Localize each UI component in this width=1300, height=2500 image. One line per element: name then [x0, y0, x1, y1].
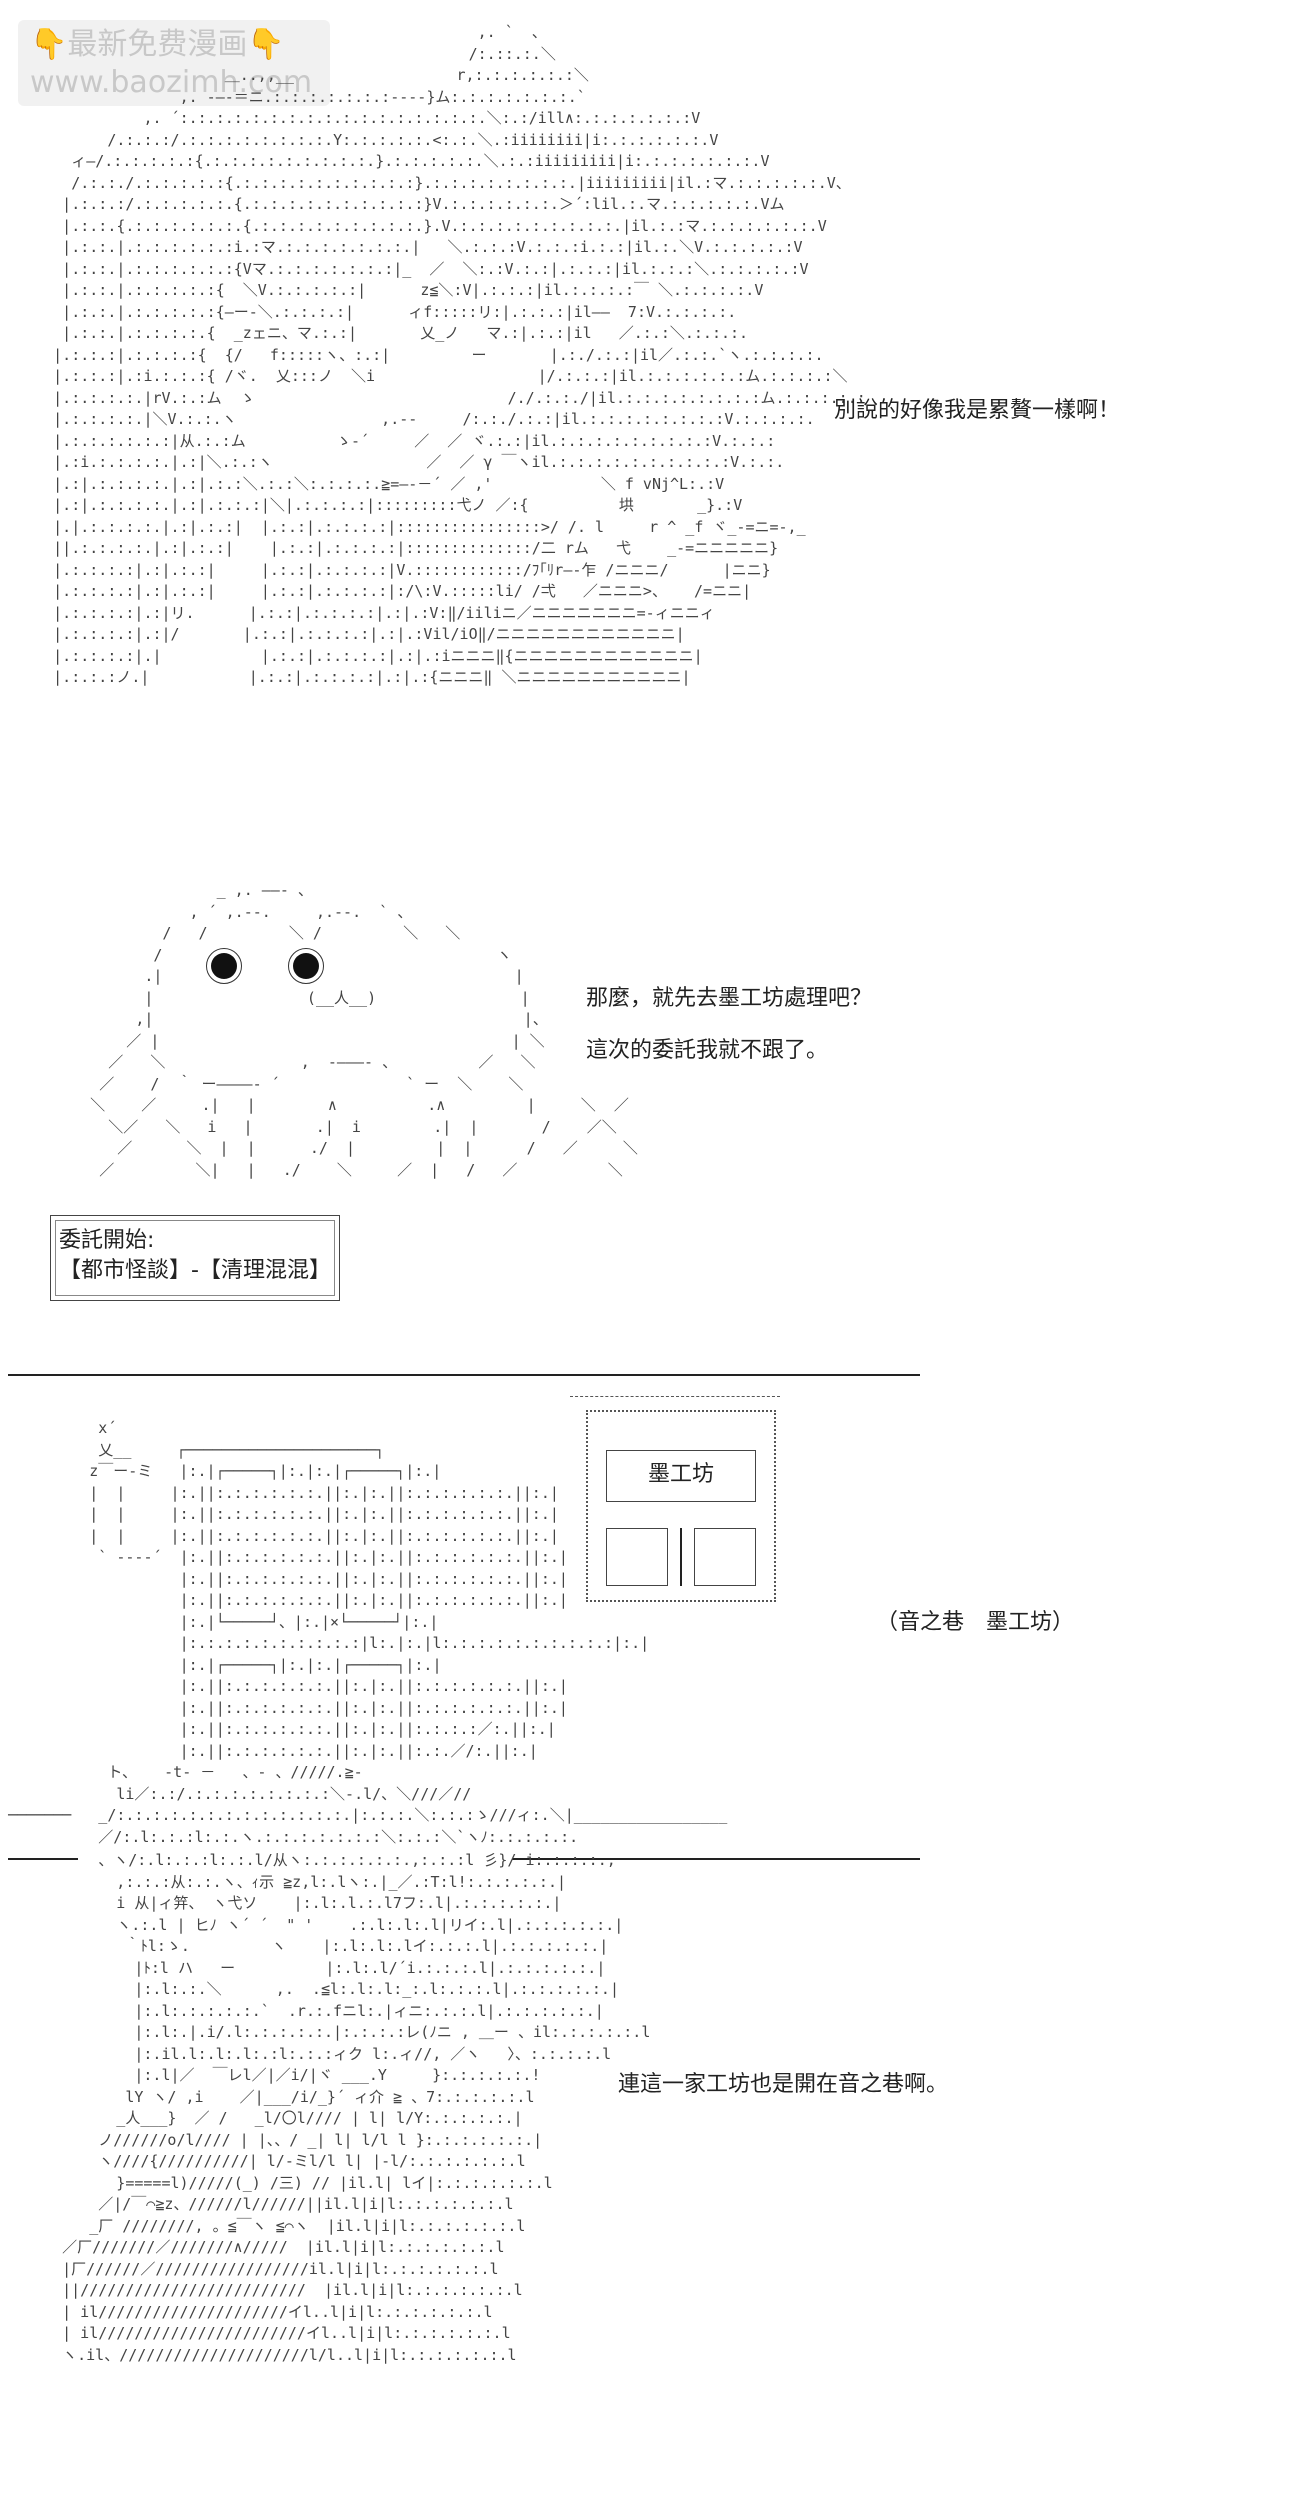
watermark: 👇最新免费漫画👇 www.baozimh.com [18, 20, 330, 106]
pointing-hand-icon: 👇 [247, 27, 285, 62]
panel-divider [8, 1374, 920, 1376]
sign-pillar [680, 1528, 682, 1586]
panel-divider-right [512, 1858, 920, 1860]
right-eye-outline [288, 948, 324, 984]
location-caption: （音之巷 墨工坊） [876, 1610, 1075, 1635]
sign-frame [586, 1410, 776, 1602]
dialogue-panel-4: 連這一家工坊也是開在音之巷啊。 [618, 2072, 949, 2097]
sign-roof [570, 1396, 780, 1398]
pointing-hand-icon: 👇 [30, 27, 68, 62]
dialogue-panel-2-line-1: 那麼，就先去墨工坊處理吧？ [586, 986, 873, 1011]
watermark-url: www.baozimh.com [30, 65, 313, 100]
workshop-sign: 墨工坊 [606, 1450, 756, 1502]
ascii-art-panel-4: 、ヽ/:.l:.:.:l:.:.l/从ヽ:.:.:.:.:.:.,:.:.:l … [62, 1851, 651, 2364]
quest-heading: 委託開始: [59, 1228, 155, 1253]
ascii-art-panel-3: x´ 乂__ ┌─────────────────────┐ z￣ー-ミ |:.… [8, 1419, 728, 1846]
left-eye-outline [206, 948, 242, 984]
ascii-art-panel-2: _ ,. ――- 、 , ´ ,.‐‐. ,.‐‐. ` 、 / / ＼ / ＼… [90, 881, 638, 1179]
left-eye [211, 953, 237, 979]
dialogue-panel-2-line-2: 這次的委託我就不跟了。 [586, 1038, 829, 1063]
sign-window-left [606, 1528, 668, 1586]
dialogue-panel-1: 別說的好像我是累贅一樣啊！ [834, 398, 1121, 423]
watermark-title: 最新免费漫画 [67, 27, 248, 62]
quest-detail: 【都市怪談】-【清理混混】 [59, 1258, 331, 1283]
panel-divider-left [8, 1858, 78, 1860]
right-eye [293, 953, 319, 979]
sign-window-right [694, 1528, 756, 1586]
quest-start-box: 委託開始: 【都市怪談】-【清理混混】 [50, 1215, 340, 1301]
ascii-art-panel-1: ,. ` 、 /:.::.:.＼ ＿..,,__ r,:.:.:.:.:.:＼ … [53, 23, 866, 686]
